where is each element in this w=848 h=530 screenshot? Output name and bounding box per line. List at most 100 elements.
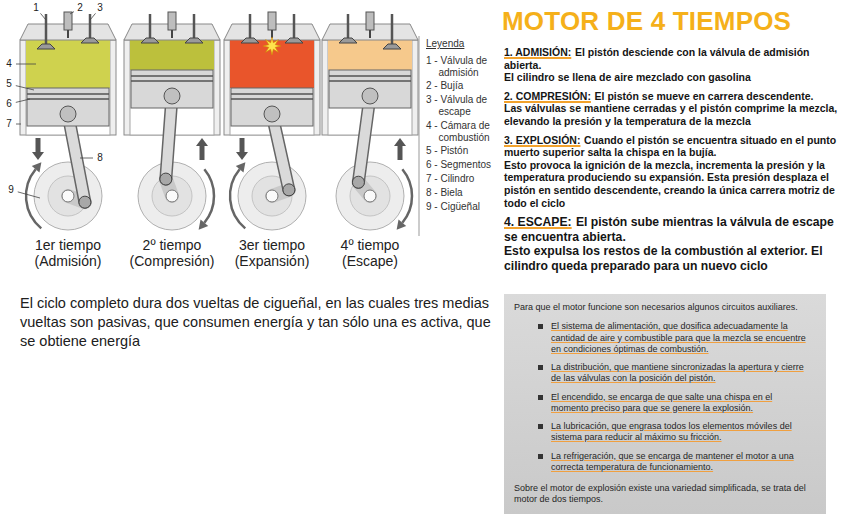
- callout-number: 8: [97, 153, 103, 163]
- callout-number: 7: [6, 119, 12, 129]
- crank-journal: [364, 190, 376, 202]
- spark-plug: [366, 12, 374, 30]
- piston-ring: [329, 80, 411, 82]
- combustion-chamber: [26, 40, 110, 88]
- motion-arrow: [240, 138, 245, 152]
- callout-number: 2: [77, 3, 83, 13]
- bullet-row: La distribución, que mantiene sincroniza…: [538, 362, 812, 385]
- legend-key-item: 5 - Pistón: [426, 145, 502, 157]
- step-heading: 4. ESCAPE:: [504, 215, 572, 229]
- piston-ring: [131, 80, 213, 82]
- rotation-arrowhead: [32, 162, 42, 172]
- engine-panel: [20, 12, 116, 230]
- spark-flash: [263, 37, 281, 55]
- wrist-pin: [264, 106, 280, 122]
- step-block: 1. ADMISIÓN:El pistón desciende con la v…: [504, 46, 842, 84]
- leader-line: [18, 192, 40, 198]
- step-block: 2. COMPRESIÓN:El pistón se mueve en carr…: [504, 90, 842, 128]
- motion-arrowhead: [394, 138, 406, 146]
- stroke-caption: 4º tiempo (Escape): [321, 238, 419, 269]
- engine-panel: [224, 12, 320, 230]
- leader-line: [90, 13, 96, 20]
- rotation-arrowhead: [199, 220, 209, 230]
- steps-column: 1. ADMISIÓN:El pistón desciende con la v…: [504, 46, 842, 280]
- bullet-square: [538, 424, 543, 429]
- cylinder-block: [20, 40, 116, 135]
- spark-plug: [168, 12, 176, 30]
- piston-ring: [231, 93, 313, 95]
- piston-ring: [131, 75, 213, 77]
- step-heading: 3. EXPLOSIÓN:: [504, 134, 580, 146]
- motion-arrowhead: [32, 152, 44, 160]
- legend-rule: [419, 36, 420, 236]
- spark-electrode: [67, 30, 69, 38]
- note-text: Sobre el motor de explosión existe una v…: [514, 483, 816, 506]
- callout-number: 3: [97, 3, 103, 13]
- combustion-chamber: [130, 40, 214, 70]
- engine-panel: [124, 12, 220, 230]
- piston: [329, 70, 411, 108]
- rotation-arrow: [204, 169, 214, 223]
- legend-key-item: 7 - Cilindro: [426, 173, 502, 185]
- rotation-arrow: [230, 169, 245, 228]
- bullet-square: [538, 454, 543, 459]
- valve-head: [141, 38, 159, 43]
- crank-counterweight: [336, 162, 404, 230]
- spark-electrode: [171, 30, 173, 38]
- legend-key-item: 8 - Biela: [426, 187, 502, 199]
- callout-number: 9: [8, 185, 14, 195]
- step-body: Las válvulas se mantiene cerradas y el p…: [504, 102, 842, 127]
- stroke-caption: 2º tiempo (Compresión): [123, 238, 221, 269]
- callout-number: 4: [6, 59, 12, 69]
- valve-stem: [293, 14, 296, 40]
- bullet-row: La refrigeración, que se encarga de mant…: [538, 451, 812, 474]
- legend-panel: Leyenda1 - Válvula de admisión2 - Bujía3…: [426, 38, 502, 214]
- piston-ring: [27, 98, 109, 100]
- legend-key-item: 4 - Cámara de combustión: [426, 120, 502, 144]
- leader-line: [16, 86, 34, 90]
- bullet-row: La lubricación, que engrasa todos los el…: [538, 421, 812, 444]
- crank-pin: [283, 184, 295, 196]
- valve-stem: [249, 14, 252, 40]
- valve-head: [81, 38, 99, 43]
- motion-arrow: [36, 138, 41, 152]
- rod-outline: [358, 96, 370, 182]
- wrist-pin: [164, 88, 180, 104]
- bullet-text: El sistema de alimentación, que dosifica…: [551, 321, 812, 355]
- crank-pin: [160, 173, 172, 185]
- motion-arrow: [200, 146, 205, 160]
- piston: [131, 70, 213, 108]
- legend-title: Leyenda: [426, 38, 502, 50]
- callout-number: 6: [6, 99, 12, 109]
- valve-head: [37, 44, 55, 49]
- valve-stem: [193, 14, 196, 40]
- legend-key-item: 6 - Segmentos: [426, 159, 502, 171]
- bullet-text: La lubricación, que engrasa todos los el…: [551, 421, 812, 444]
- valve-stem: [391, 14, 394, 46]
- crank-counterweight: [238, 162, 306, 230]
- leader-line: [16, 64, 36, 65]
- step-heading: 2. COMPRESIÓN:: [504, 90, 591, 102]
- spark-electrode: [369, 30, 371, 38]
- bullet-text: La refrigeración, que se encarga de mant…: [551, 451, 812, 474]
- combustion-chamber: [328, 40, 412, 70]
- callout-number: 5: [6, 79, 12, 89]
- valve-stem: [149, 14, 152, 40]
- valve-stem: [347, 14, 350, 40]
- legend-key-item: 2 - Bujía: [426, 80, 502, 92]
- rotation-arrowhead: [397, 220, 407, 230]
- bullet-row: El encendido, se encarga de que salte un…: [538, 392, 812, 415]
- crank-journal: [166, 190, 178, 202]
- valve-head: [285, 38, 303, 43]
- leader-line: [80, 158, 93, 159]
- spark-electrode: [271, 30, 273, 38]
- valve-head: [241, 38, 259, 43]
- step-heading: 1. ADMISIÓN:: [504, 46, 571, 58]
- note-box: Para que el motor funcione son necesario…: [504, 294, 826, 514]
- step-body: Esto expulsa los restos de la combustión…: [504, 244, 842, 273]
- crank-pin: [79, 196, 91, 208]
- piston-ring: [231, 98, 313, 100]
- crank-journal: [62, 190, 74, 202]
- motion-arrowhead: [236, 152, 248, 160]
- leader-line: [40, 13, 46, 20]
